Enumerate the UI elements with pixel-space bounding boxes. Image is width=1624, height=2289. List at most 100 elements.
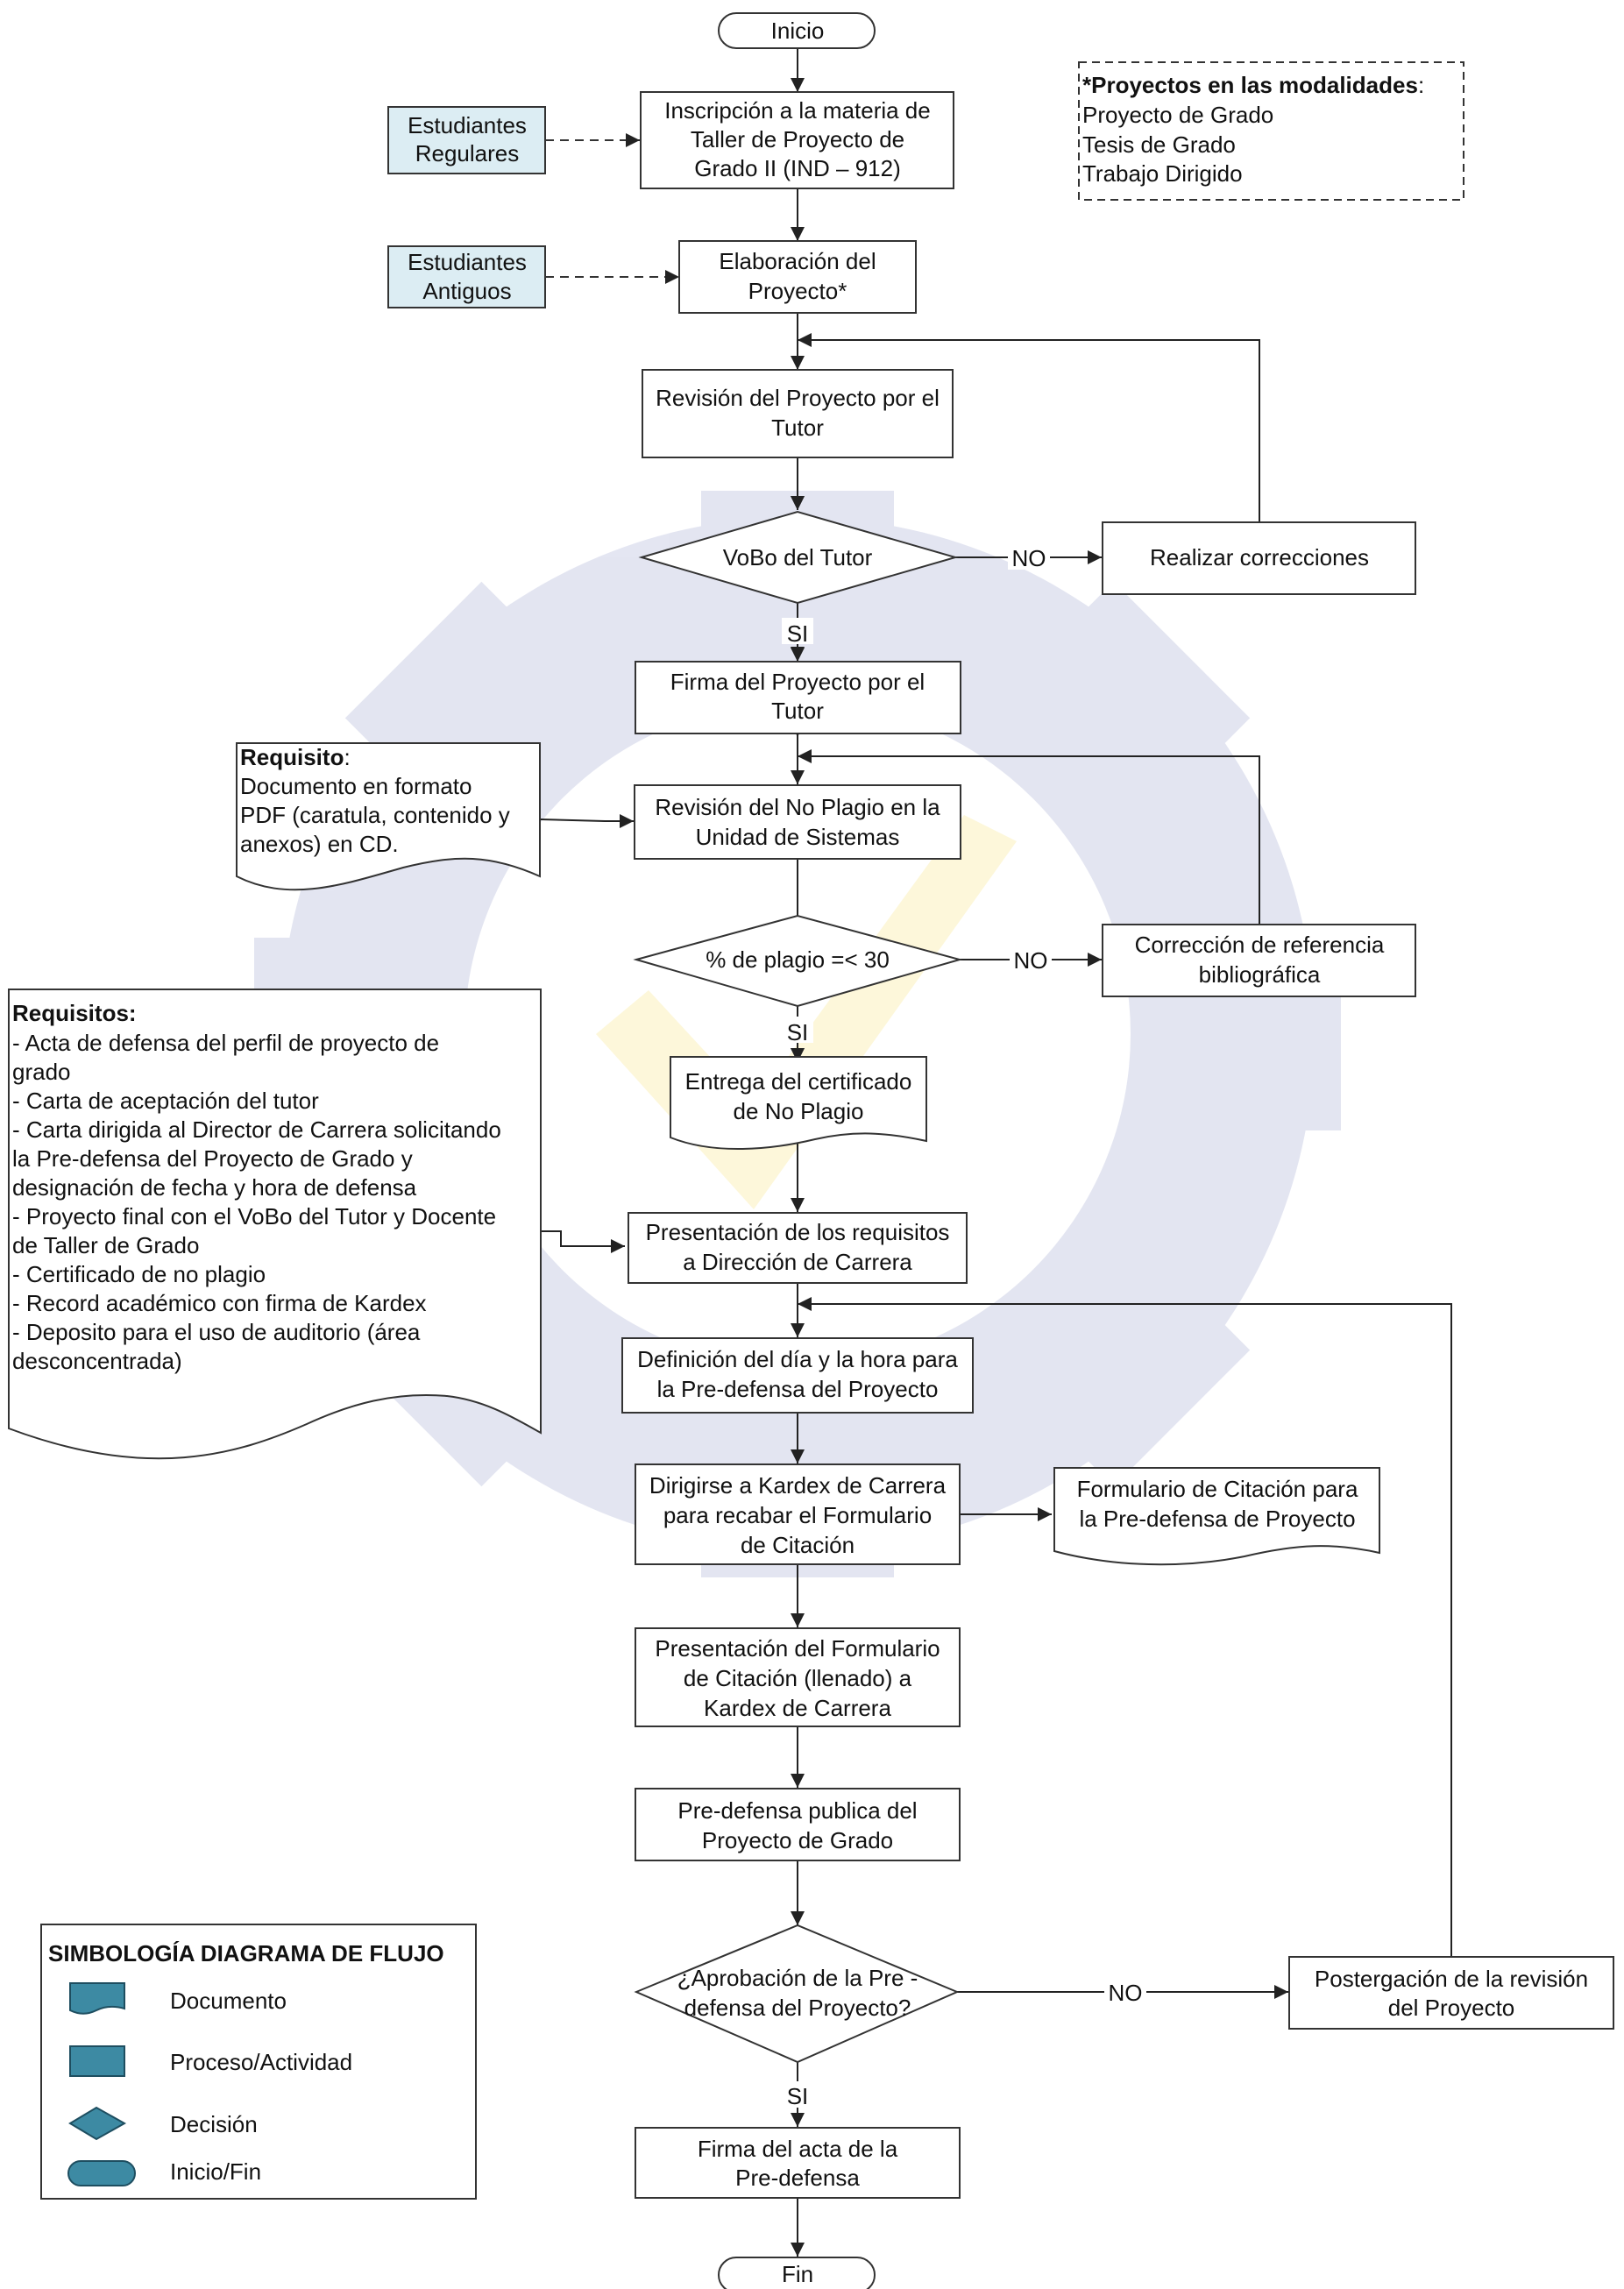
tutor-signature-process: Firma del Proyecto por el Tutor bbox=[635, 661, 961, 734]
svg-text:Documento en formato: Documento en formato bbox=[240, 773, 472, 799]
svg-text:Revisión del Proyecto por el: Revisión del Proyecto por el bbox=[656, 385, 940, 411]
si-label-plagiarism: SI bbox=[787, 1019, 809, 1045]
svg-text:Estudiantes: Estudiantes bbox=[408, 112, 527, 138]
svg-text:Kardex de Carrera: Kardex de Carrera bbox=[704, 1695, 891, 1721]
svg-text:*Proyectos en las modalidades:: *Proyectos en las modalidades: bbox=[1082, 72, 1424, 98]
legend-title: SIMBOLOGÍA DIAGRAMA DE FLUJO bbox=[48, 1940, 444, 1967]
plagiarism-certificate-document: Entrega del certificado de No Plagio bbox=[670, 1056, 927, 1150]
svg-text:para recabar el Formulario: para recabar el Formulario bbox=[663, 1502, 932, 1528]
svg-text:Inicio/Fin: Inicio/Fin bbox=[170, 2158, 261, 2185]
svg-text:Pre-defensa publica del: Pre-defensa publica del bbox=[677, 1797, 917, 1824]
svg-text:Documento: Documento bbox=[170, 1988, 287, 2014]
svg-text:Presentación del Formulario: Presentación del Formulario bbox=[655, 1635, 940, 1662]
svg-text:Tesis de Grado: Tesis de Grado bbox=[1082, 131, 1236, 158]
svg-text:Proyecto*: Proyecto* bbox=[748, 278, 847, 304]
svg-text:Regulares: Regulares bbox=[415, 140, 520, 167]
si-label-approval: SI bbox=[787, 2083, 809, 2109]
svg-text:- Record académico con firma d: - Record académico con firma de Kardex bbox=[12, 1290, 427, 1316]
svg-text:Estudiantes: Estudiantes bbox=[408, 249, 527, 275]
svg-text:grado: grado bbox=[12, 1059, 71, 1085]
svg-text:Realizar correcciones: Realizar correcciones bbox=[1150, 544, 1369, 570]
requirement-pdf-document: Requisito: Documento en formato PDF (car… bbox=[236, 742, 541, 891]
svg-text:Elaboración del: Elaboración del bbox=[719, 248, 876, 274]
svg-text:de No Plagio: de No Plagio bbox=[734, 1098, 864, 1124]
svg-text:Dirigirse a Kardex de Carrera: Dirigirse a Kardex de Carrera bbox=[649, 1472, 947, 1499]
svg-text:de Taller de Grado: de Taller de Grado bbox=[12, 1232, 199, 1258]
svg-text:Proyecto de Grado: Proyecto de Grado bbox=[702, 1827, 893, 1853]
svg-text:Unidad de Sistemas: Unidad de Sistemas bbox=[696, 824, 900, 850]
svg-text:% de plagio =< 30: % de plagio =< 30 bbox=[706, 946, 890, 973]
si-label-vobo: SI bbox=[787, 620, 809, 647]
requirements-submission-process: Presentación de los requisitos a Direcci… bbox=[628, 1212, 968, 1284]
no-label-plagiarism: NO bbox=[1014, 947, 1048, 974]
process-symbol-icon bbox=[69, 2045, 125, 2077]
date-definition-process: Definición del día y la hora para la Pre… bbox=[621, 1337, 974, 1414]
decision-symbol-icon bbox=[68, 2106, 127, 2141]
predefense-record-signature-process: Firma del acta de la Pre-defensa bbox=[635, 2127, 961, 2199]
svg-text:Proyecto de Grado: Proyecto de Grado bbox=[1082, 102, 1273, 128]
svg-text:defensa del Proyecto?: defensa del Proyecto? bbox=[684, 1995, 911, 2021]
svg-text:- Proyecto final con el VoBo d: - Proyecto final con el VoBo del Tutor y… bbox=[12, 1203, 496, 1230]
svg-text:¿Aprobación de la Pre -: ¿Aprobación de la Pre - bbox=[677, 1965, 918, 1991]
svg-text:a Dirección de Carrera: a Dirección de Carrera bbox=[683, 1249, 912, 1275]
svg-text:anexos) en CD.: anexos) en CD. bbox=[240, 831, 399, 857]
svg-text:Presentación de los requisitos: Presentación de los requisitos bbox=[646, 1219, 950, 1245]
svg-text:VoBo del Tutor: VoBo del Tutor bbox=[723, 544, 873, 570]
svg-text:del Proyecto: del Proyecto bbox=[1388, 1995, 1515, 2021]
svg-text:PDF (caratula, contenido y: PDF (caratula, contenido y bbox=[240, 802, 510, 828]
kardex-form-process: Dirigirse a Kardex de Carrera para recab… bbox=[635, 1463, 961, 1565]
reference-correction-process: Corrección de referencia bibliográfica bbox=[1102, 924, 1416, 997]
svg-text:Corrección de referencia: Corrección de referencia bbox=[1135, 932, 1385, 958]
svg-text:Requisitos:: Requisitos: bbox=[12, 1000, 137, 1026]
tutor-review-process: Revisión del Proyecto por el Tutor bbox=[642, 369, 954, 458]
svg-text:Grado II (IND – 912): Grado II (IND – 912) bbox=[694, 155, 901, 181]
no-label-vobo: NO bbox=[1012, 545, 1046, 571]
requirements-list-document: Requisitos: - Acta de defensa del perfil… bbox=[8, 989, 542, 1460]
svg-text:Postergación de la revisión: Postergación de la revisión bbox=[1315, 1966, 1588, 1992]
end-terminator: Fin bbox=[718, 2257, 876, 2289]
svg-text:Tutor: Tutor bbox=[771, 415, 824, 441]
citation-form-document: Formulario de Citación para la Pre-defen… bbox=[1053, 1467, 1380, 1566]
old-students-box: Estudiantes Antiguos bbox=[387, 245, 546, 308]
plagiarism-threshold-decision: % de plagio =< 30 bbox=[633, 914, 963, 1008]
svg-text:Proceso/Actividad: Proceso/Actividad bbox=[170, 2049, 352, 2075]
plagiarism-review-process: Revisión del No Plagio en la Unidad de S… bbox=[634, 784, 961, 860]
svg-text:Entrega del certificado: Entrega del certificado bbox=[685, 1068, 912, 1095]
terminator-symbol-icon bbox=[67, 2160, 136, 2186]
svg-text:- Acta de defensa del perfil d: - Acta de defensa del perfil de proyecto… bbox=[12, 1030, 439, 1056]
make-corrections-process: Realizar correcciones bbox=[1102, 521, 1416, 595]
svg-text:Trabajo Dirigido: Trabajo Dirigido bbox=[1082, 160, 1243, 187]
no-label-approval: NO bbox=[1109, 1980, 1143, 2006]
svg-text:Firma del Proyecto por el: Firma del Proyecto por el bbox=[670, 669, 925, 695]
tutor-approval-decision: VoBo del Tutor bbox=[638, 510, 959, 605]
svg-text:Inscripción a la materia de: Inscripción a la materia de bbox=[664, 97, 930, 124]
svg-text:bibliográfica: bibliográfica bbox=[1199, 961, 1321, 988]
svg-text:la Pre-defensa del Proyecto: la Pre-defensa del Proyecto bbox=[657, 1376, 939, 1402]
svg-text:Antiguos: Antiguos bbox=[422, 278, 511, 304]
svg-text:Requisito:: Requisito: bbox=[240, 744, 351, 770]
form-submission-process: Presentación del Formulario de Citación … bbox=[635, 1627, 961, 1727]
start-label: Inicio bbox=[771, 18, 825, 44]
document-symbol-icon bbox=[69, 1982, 125, 2015]
svg-text:Firma del acta de la: Firma del acta de la bbox=[698, 2136, 898, 2162]
svg-text:Definición del día y la hora p: Definición del día y la hora para bbox=[637, 1346, 958, 1372]
svg-text:Revisión del No Plagio en la: Revisión del No Plagio en la bbox=[655, 794, 940, 820]
svg-text:de Citación (llenado) a: de Citación (llenado) a bbox=[684, 1665, 912, 1691]
flowchart-legend: SIMBOLOGÍA DIAGRAMA DE FLUJO Documento P… bbox=[40, 1924, 477, 2200]
svg-text:designación de fecha y hora de: designación de fecha y hora de defensa bbox=[12, 1174, 417, 1201]
svg-text:Pre-defensa: Pre-defensa bbox=[735, 2165, 860, 2191]
svg-text:- Carta dirigida al Director d: - Carta dirigida al Director de Carrera … bbox=[12, 1116, 501, 1143]
postponement-process: Postergación de la revisión del Proyecto bbox=[1288, 1956, 1614, 2030]
svg-text:Formulario de Citación para: Formulario de Citación para bbox=[1077, 1476, 1358, 1502]
svg-text:Taller de Proyecto de: Taller de Proyecto de bbox=[691, 126, 904, 152]
public-predefense-process: Pre-defensa publica del Proyecto de Grad… bbox=[635, 1788, 961, 1861]
regular-students-box: Estudiantes Regulares bbox=[387, 106, 546, 174]
svg-text:Tutor: Tutor bbox=[771, 698, 824, 724]
svg-text:de Citación: de Citación bbox=[741, 1532, 855, 1558]
svg-text:- Carta de aceptación del tuto: - Carta de aceptación del tutor bbox=[12, 1088, 319, 1114]
start-terminator: Inicio bbox=[718, 12, 876, 49]
svg-text:- Deposito para el uso de audi: - Deposito para el uso de auditorio (áre… bbox=[12, 1319, 421, 1345]
svg-text:- Certificado de no plagio: - Certificado de no plagio bbox=[12, 1261, 266, 1287]
svg-text:la Pre-defensa de Proyecto: la Pre-defensa de Proyecto bbox=[1079, 1506, 1355, 1532]
